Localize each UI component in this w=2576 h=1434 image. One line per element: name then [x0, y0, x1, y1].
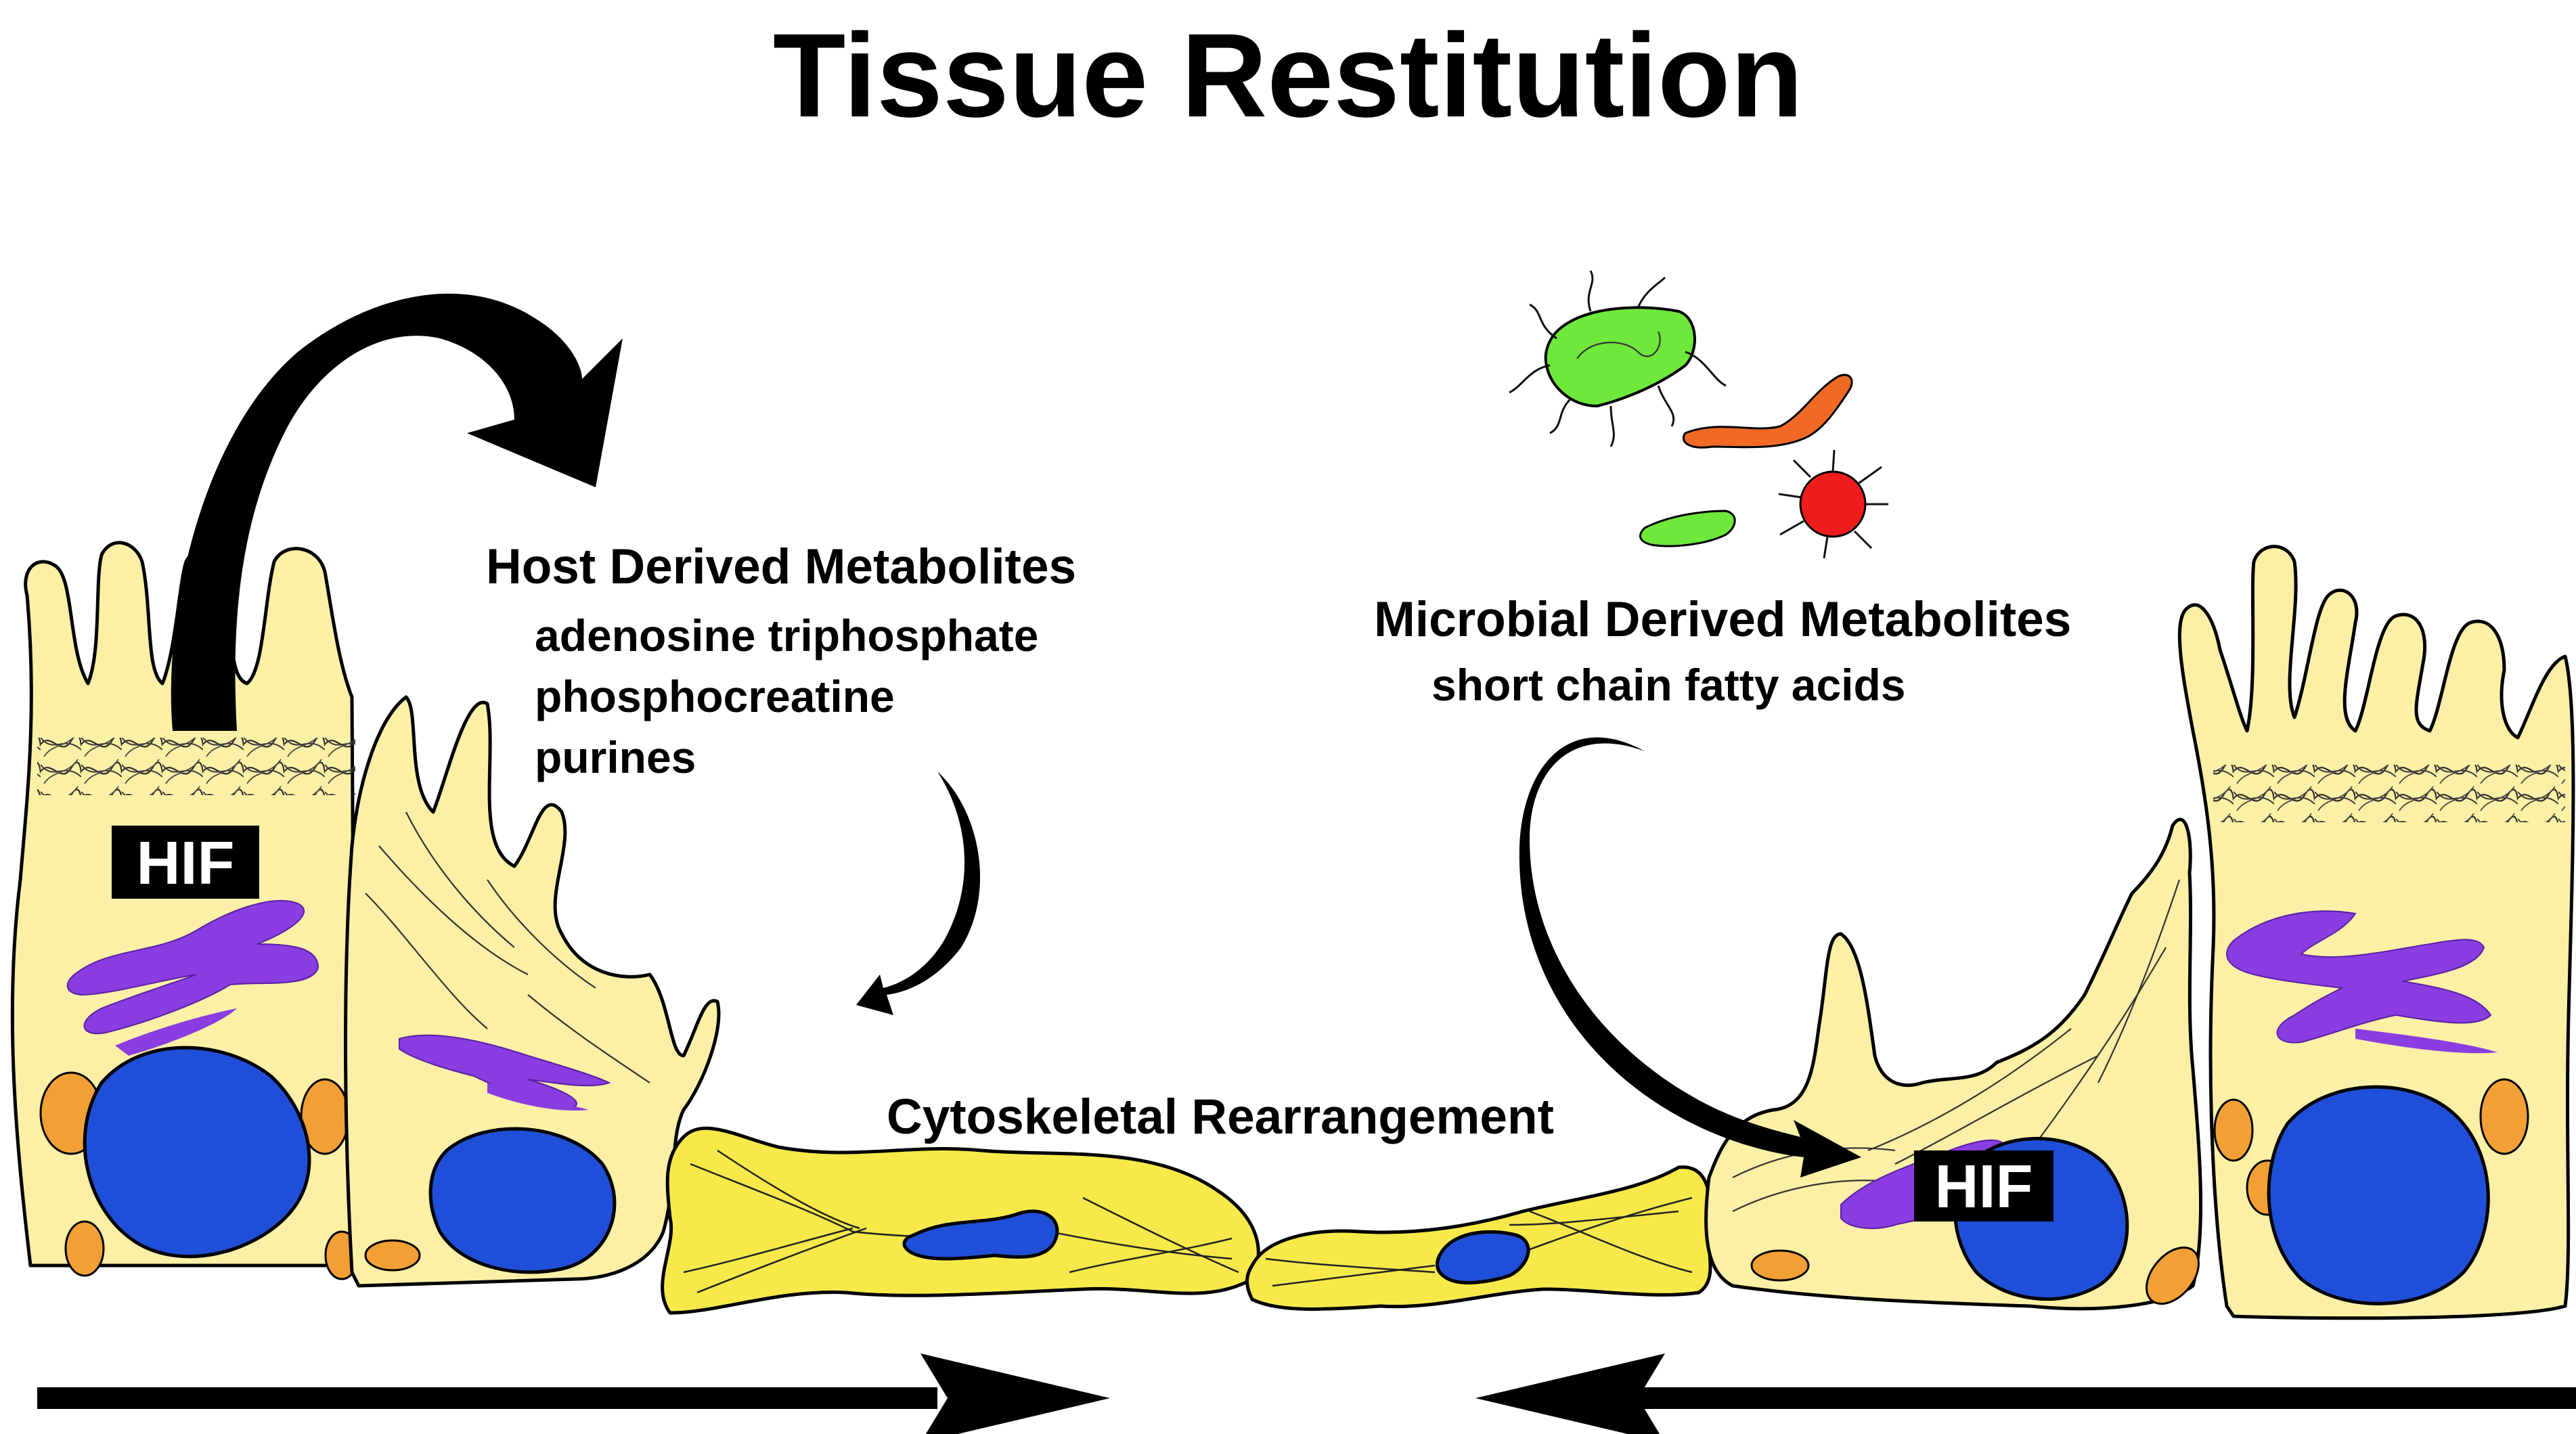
- hif-label-left-text: HIF: [137, 830, 235, 897]
- left-spreading-cell: [344, 695, 721, 1288]
- cytoskeletal-rearrangement-label: Cytoskeletal Rearrangement: [887, 1090, 1554, 1144]
- hif-label-right: HIF: [1914, 1150, 2053, 1222]
- migrating-cell-center-nucleus: [1435, 1230, 1530, 1284]
- green-microbe-large: [1509, 270, 1727, 447]
- hif-label-right-text: HIF: [1935, 1153, 2033, 1221]
- right-spreading-cell: [1704, 817, 2203, 1311]
- green-microbe-small: [1639, 510, 1736, 547]
- right-cell-nucleus: [2267, 1085, 2490, 1305]
- hif-label-left: HIF: [112, 826, 259, 899]
- left-epithelial-cell: [10, 541, 359, 1280]
- right-cell-golgi: [2226, 910, 2492, 1044]
- migrating-cell-left-nucleus: [902, 1209, 1059, 1261]
- migrating-cell-center: [1245, 1165, 1712, 1311]
- microbial-metabolites-heading: Microbial Derived Metabolites: [1374, 592, 2071, 647]
- red-microbe: [1778, 449, 1888, 559]
- host-metabolite-item: phosphocreatine: [535, 671, 895, 721]
- figure-title: Tissue Restitution: [773, 9, 1803, 142]
- host-to-cytoskeletal-arrow: [856, 771, 981, 1015]
- right-epithelial-cell: [2177, 545, 2575, 1320]
- host-metabolites-heading: Host Derived Metabolites: [486, 539, 1076, 594]
- host-metabolite-item: purines: [535, 732, 696, 782]
- host-metabolite-item: adenosine triphosphate: [535, 610, 1038, 660]
- right-migration-arrow: [1475, 1353, 2576, 1434]
- host-metabolite-release-arrow: [171, 293, 623, 731]
- microbial-metabolite-item: short chain fatty acids: [1431, 660, 1906, 710]
- left-spreading-cell-nucleus: [428, 1127, 617, 1274]
- orange-microbe: [1683, 374, 1853, 449]
- left-migration-arrow: [37, 1353, 1110, 1434]
- migrating-cell-left: [661, 1126, 1260, 1315]
- left-cell-nucleus: [83, 1046, 311, 1259]
- left-cell-golgi: [66, 900, 319, 1035]
